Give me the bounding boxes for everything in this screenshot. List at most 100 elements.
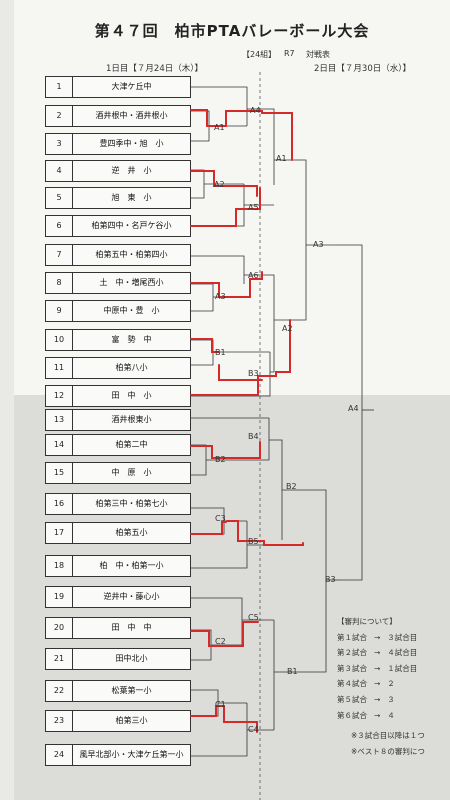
referee-row: 第４試合→２ bbox=[337, 676, 450, 692]
team-number: 13 bbox=[46, 410, 73, 430]
referee-notes: 【審判について】 第１試合→３試合目第２試合→４試合目第３試合→１試合目第４試合… bbox=[337, 614, 450, 723]
team-row: 14 柏第二中 bbox=[45, 434, 191, 456]
match-label-b4: B4 bbox=[248, 432, 259, 441]
referee-title: 【審判について】 bbox=[337, 617, 397, 626]
match-label-a5: A5 bbox=[248, 203, 259, 212]
match-label-b1: B1 bbox=[215, 348, 226, 357]
team-name: 酒井根中・酒井根小 bbox=[95, 111, 168, 120]
match-label-c5: C5 bbox=[248, 613, 259, 622]
match-label-c3: C3 bbox=[215, 514, 226, 523]
match-label-a3: A3 bbox=[215, 292, 226, 301]
team-name: 中 原 小 bbox=[111, 468, 152, 477]
team-name: 逆井中・藤心小 bbox=[103, 592, 160, 601]
team-row: 11 柏第八小 bbox=[45, 357, 191, 379]
red-progress-lines bbox=[190, 109, 304, 733]
team-name: 田 中 小 bbox=[111, 391, 152, 400]
team-name: 富 勢 中 bbox=[111, 335, 152, 344]
team-name: 逆 井 小 bbox=[111, 166, 152, 175]
referee-row: 第５試合 → ３ bbox=[337, 692, 450, 708]
team-number: 7 bbox=[46, 245, 73, 265]
team-number: 9 bbox=[46, 301, 73, 321]
referee-value: ４試合目 bbox=[387, 648, 418, 658]
team-name: 大津ケ丘中 bbox=[111, 82, 152, 91]
team-name: 旭 東 小 bbox=[111, 193, 152, 202]
referee-row: 第１試合→３試合目 bbox=[337, 630, 450, 646]
team-number: 6 bbox=[46, 216, 73, 236]
referee-match: 第３試合 bbox=[337, 663, 367, 673]
team-number: 11 bbox=[46, 358, 73, 378]
referee-value: ３ bbox=[387, 694, 395, 704]
match-label-c1: C1 bbox=[215, 700, 226, 709]
team-row: 7 柏第五中・柏第四小 bbox=[45, 244, 191, 266]
match-label-r2b1: B1 bbox=[287, 667, 298, 676]
match-label-b2: B2 bbox=[215, 455, 226, 464]
team-name: 柏第二中 bbox=[115, 440, 148, 449]
team-row: 19 逆井中・藤心小 bbox=[45, 586, 191, 608]
match-label-a6: A6 bbox=[248, 271, 259, 280]
referee-match: 第４試合 bbox=[337, 679, 367, 689]
team-row: 9 中原中・豊 小 bbox=[45, 300, 191, 322]
bracket-lines bbox=[190, 72, 374, 800]
match-label-a2: A2 bbox=[214, 180, 225, 189]
referee-arrow: → bbox=[374, 694, 381, 704]
team-number: 14 bbox=[46, 435, 73, 455]
team-name: 柏第五小 bbox=[115, 528, 148, 537]
team-name: 風早北部小・大津ケ丘第一小 bbox=[79, 750, 184, 759]
team-row: 2 酒井根中・酒井根小 bbox=[45, 105, 191, 127]
team-row: 22 松葉第一小 bbox=[45, 680, 191, 702]
team-row: 12 田 中 小 bbox=[45, 385, 191, 407]
sheet-type-label: 対戦表 bbox=[306, 50, 330, 59]
referee-match: 第５試合 bbox=[337, 694, 367, 704]
footnote-2: ※ベスト８の審判につ bbox=[351, 747, 425, 756]
team-number: 12 bbox=[46, 386, 73, 406]
team-number: 24 bbox=[46, 745, 73, 765]
team-row: 15 中 原 小 bbox=[45, 462, 191, 484]
team-number: 5 bbox=[46, 188, 73, 208]
page-title: 第４７回 柏市PTAバレーボール大会 bbox=[94, 22, 370, 40]
team-number: 15 bbox=[46, 463, 73, 483]
team-number: 19 bbox=[46, 587, 73, 607]
team-name: 酒井根東小 bbox=[111, 415, 152, 424]
match-label-b3: B3 bbox=[248, 369, 259, 378]
team-name: 柏 中・柏第一小 bbox=[99, 561, 164, 570]
team-name: 中原中・豊 小 bbox=[103, 306, 160, 315]
referee-arrow: → bbox=[374, 663, 381, 673]
team-name: 松葉第一小 bbox=[111, 686, 152, 695]
match-label-r2a1: A1 bbox=[276, 154, 287, 163]
referee-row: 第３試合 → １試合目 bbox=[337, 661, 450, 677]
match-label-r2a2: A2 bbox=[282, 324, 293, 333]
team-name: 柏第八小 bbox=[115, 363, 148, 372]
team-name: 柏第三小 bbox=[115, 716, 148, 725]
match-label-c4: C4 bbox=[248, 725, 259, 734]
day2-header: 2日目【７月30日（水）】 bbox=[314, 64, 411, 74]
referee-match: 第１試合 bbox=[337, 632, 367, 642]
team-number: 8 bbox=[46, 273, 73, 293]
footnote-1: ※３試合目以降は１つ bbox=[351, 731, 425, 740]
referee-value: １試合目 bbox=[387, 663, 418, 673]
referee-arrow: → bbox=[374, 632, 381, 642]
team-number: 21 bbox=[46, 649, 73, 669]
referee-arrow: → bbox=[374, 679, 381, 689]
team-number: 2 bbox=[46, 106, 73, 126]
referee-value: ４ bbox=[387, 710, 395, 720]
team-name: 田 中 中 bbox=[111, 623, 152, 632]
group-label: 【24組】 bbox=[242, 50, 277, 59]
day1-header: 1日目【７月24日（木）】 bbox=[106, 64, 203, 74]
referee-arrow: → bbox=[374, 710, 381, 720]
team-row: 5 旭 東 小 bbox=[45, 187, 191, 209]
match-label-r2b2: B2 bbox=[286, 482, 297, 491]
team-name: 柏第五中・柏第四小 bbox=[95, 250, 168, 259]
team-row: 23 柏第三小 bbox=[45, 710, 191, 732]
referee-match: 第６試合 bbox=[337, 710, 367, 720]
team-name: 柏第三中・柏第七小 bbox=[95, 499, 168, 508]
team-number: 23 bbox=[46, 711, 73, 731]
team-number: 22 bbox=[46, 681, 73, 701]
team-name: 豊四季中・旭 小 bbox=[99, 139, 164, 148]
